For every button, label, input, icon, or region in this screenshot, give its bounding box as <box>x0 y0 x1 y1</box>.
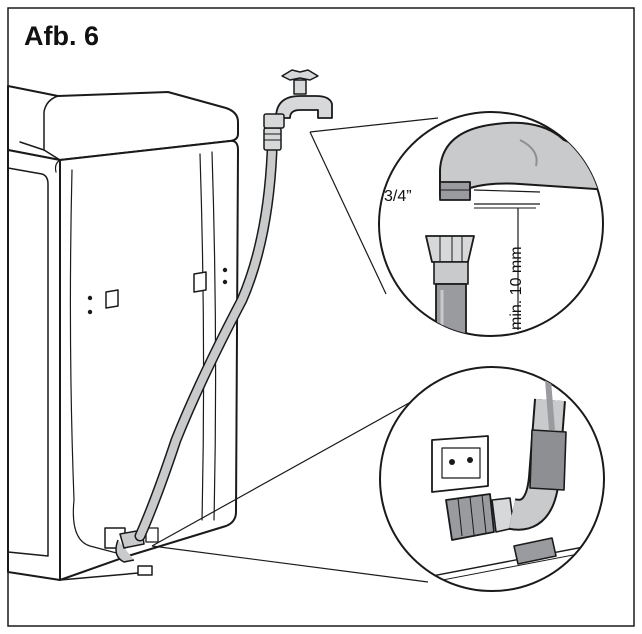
water-tap-icon <box>263 69 333 129</box>
figure-title: Afb. 6 <box>24 21 99 51</box>
valve-connector-icon <box>104 527 159 563</box>
detail-thread-circle: 3/4” min. 10 mm <box>378 111 604 337</box>
zoom-lines <box>151 117 439 583</box>
min-length-label: min. 10 mm <box>508 246 525 330</box>
washing-machine-icon <box>7 85 239 581</box>
thread-size-label: 3/4” <box>384 188 412 205</box>
inlet-hose-icon <box>134 127 282 542</box>
detail-connector-circle <box>379 366 605 592</box>
